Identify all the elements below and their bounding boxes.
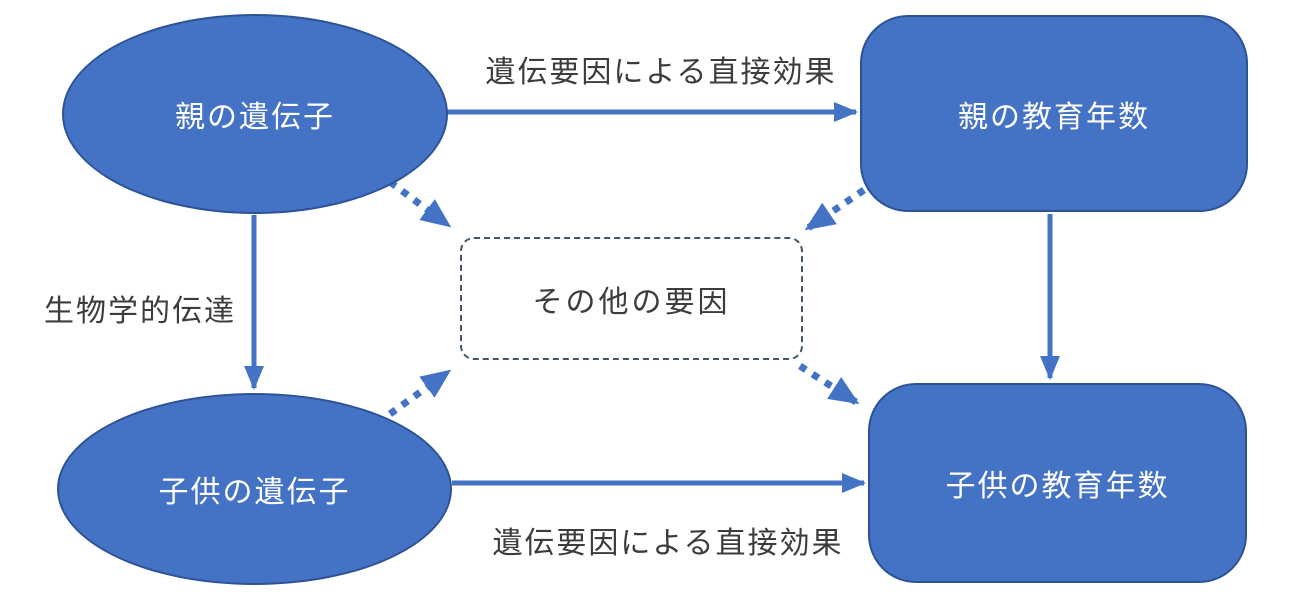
- node-parent-genes-label: 親の遺伝子: [175, 101, 335, 134]
- arrow-parent-genes-to-other-factors: [387, 179, 452, 228]
- arrow-other-factors-to-child-education: [798, 363, 860, 405]
- node-parent-genes: 親の遺伝子: [62, 14, 448, 214]
- node-child-education: 子供の教育年数: [868, 383, 1247, 583]
- arrow-parent-education-to-other-factors: [804, 187, 866, 231]
- node-child-genes-label: 子供の遺伝子: [158, 476, 351, 509]
- node-parent-education: 親の教育年数: [860, 15, 1248, 212]
- edge-label-genetic-direct-effect-bottom: 遺伝要因による直接効果: [492, 527, 844, 560]
- node-parent-education-label: 親の教育年数: [958, 100, 1150, 134]
- node-child-education-label: 子供の教育年数: [945, 470, 1170, 503]
- node-child-genes: 子供の遺伝子: [57, 393, 452, 585]
- arrow-child-genes-to-other-factors: [387, 369, 452, 417]
- edge-label-biological-transmission: 生物学的伝達: [44, 295, 236, 328]
- node-other-factors: その他の要因: [460, 237, 803, 360]
- node-other-factors-label: その他の要因: [532, 285, 731, 319]
- edge-label-genetic-direct-effect-top: 遺伝要因による直接効果: [485, 56, 837, 89]
